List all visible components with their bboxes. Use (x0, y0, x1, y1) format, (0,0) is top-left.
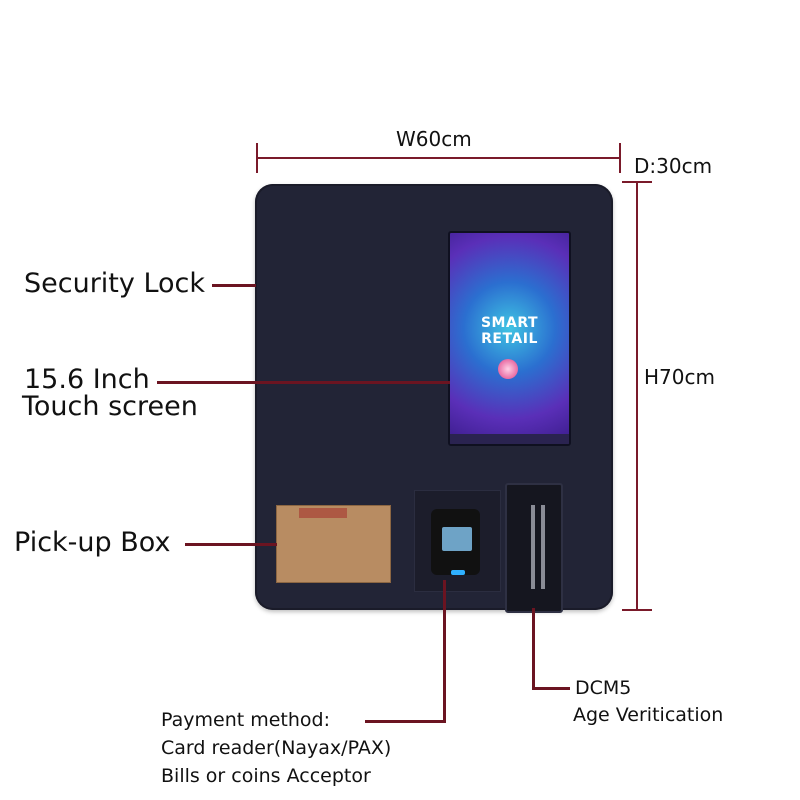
touch-screen[interactable]: SMART RETAIL (448, 231, 571, 446)
touch-screen-label-line1: 15.6 Inch (24, 364, 150, 395)
width-dimension-right-tick (619, 143, 621, 173)
age-horizontal-line (532, 687, 570, 690)
width-dimension-line (257, 157, 620, 159)
pickup-box-label: Pick-up Box (14, 527, 171, 558)
screen-taskbar (450, 434, 569, 444)
height-dimension-line (636, 182, 638, 610)
bill-acceptor[interactable] (505, 483, 563, 613)
payment-label-line2: Card reader(Nayax/PAX) (161, 737, 392, 759)
height-label: H70cm (644, 365, 715, 389)
payment-label-line1: Payment method: (161, 709, 330, 731)
touch-screen-line (157, 381, 450, 384)
security-lock-label: Security Lock (24, 268, 206, 299)
pickup-box-line (185, 543, 277, 546)
height-dimension-top-tick (622, 181, 652, 183)
security-lock-line (212, 284, 256, 287)
card-reader-light (451, 570, 465, 575)
age-vertical-line (532, 608, 535, 690)
bill-slot-right (541, 505, 545, 589)
height-dimension-bottom-tick (622, 609, 652, 611)
payment-vertical-line (443, 580, 446, 723)
age-label-line2: Age Veritication (573, 704, 724, 726)
pickup-box (276, 505, 391, 583)
screen-orb-graphic (498, 359, 518, 379)
card-reader-screen (442, 527, 472, 551)
screen-title: SMART RETAIL (480, 315, 539, 347)
touch-screen-label-line2: Touch screen (22, 391, 198, 422)
age-label-line1: DCM5 (575, 677, 632, 699)
depth-label: D:30cm (634, 154, 713, 178)
bill-slot-left (531, 505, 535, 589)
width-dimension-left-tick (256, 143, 258, 173)
payment-horizontal-line (365, 720, 446, 723)
width-label: W60cm (396, 127, 472, 151)
payment-label-line3: Bills or coins Acceptor (161, 765, 371, 787)
